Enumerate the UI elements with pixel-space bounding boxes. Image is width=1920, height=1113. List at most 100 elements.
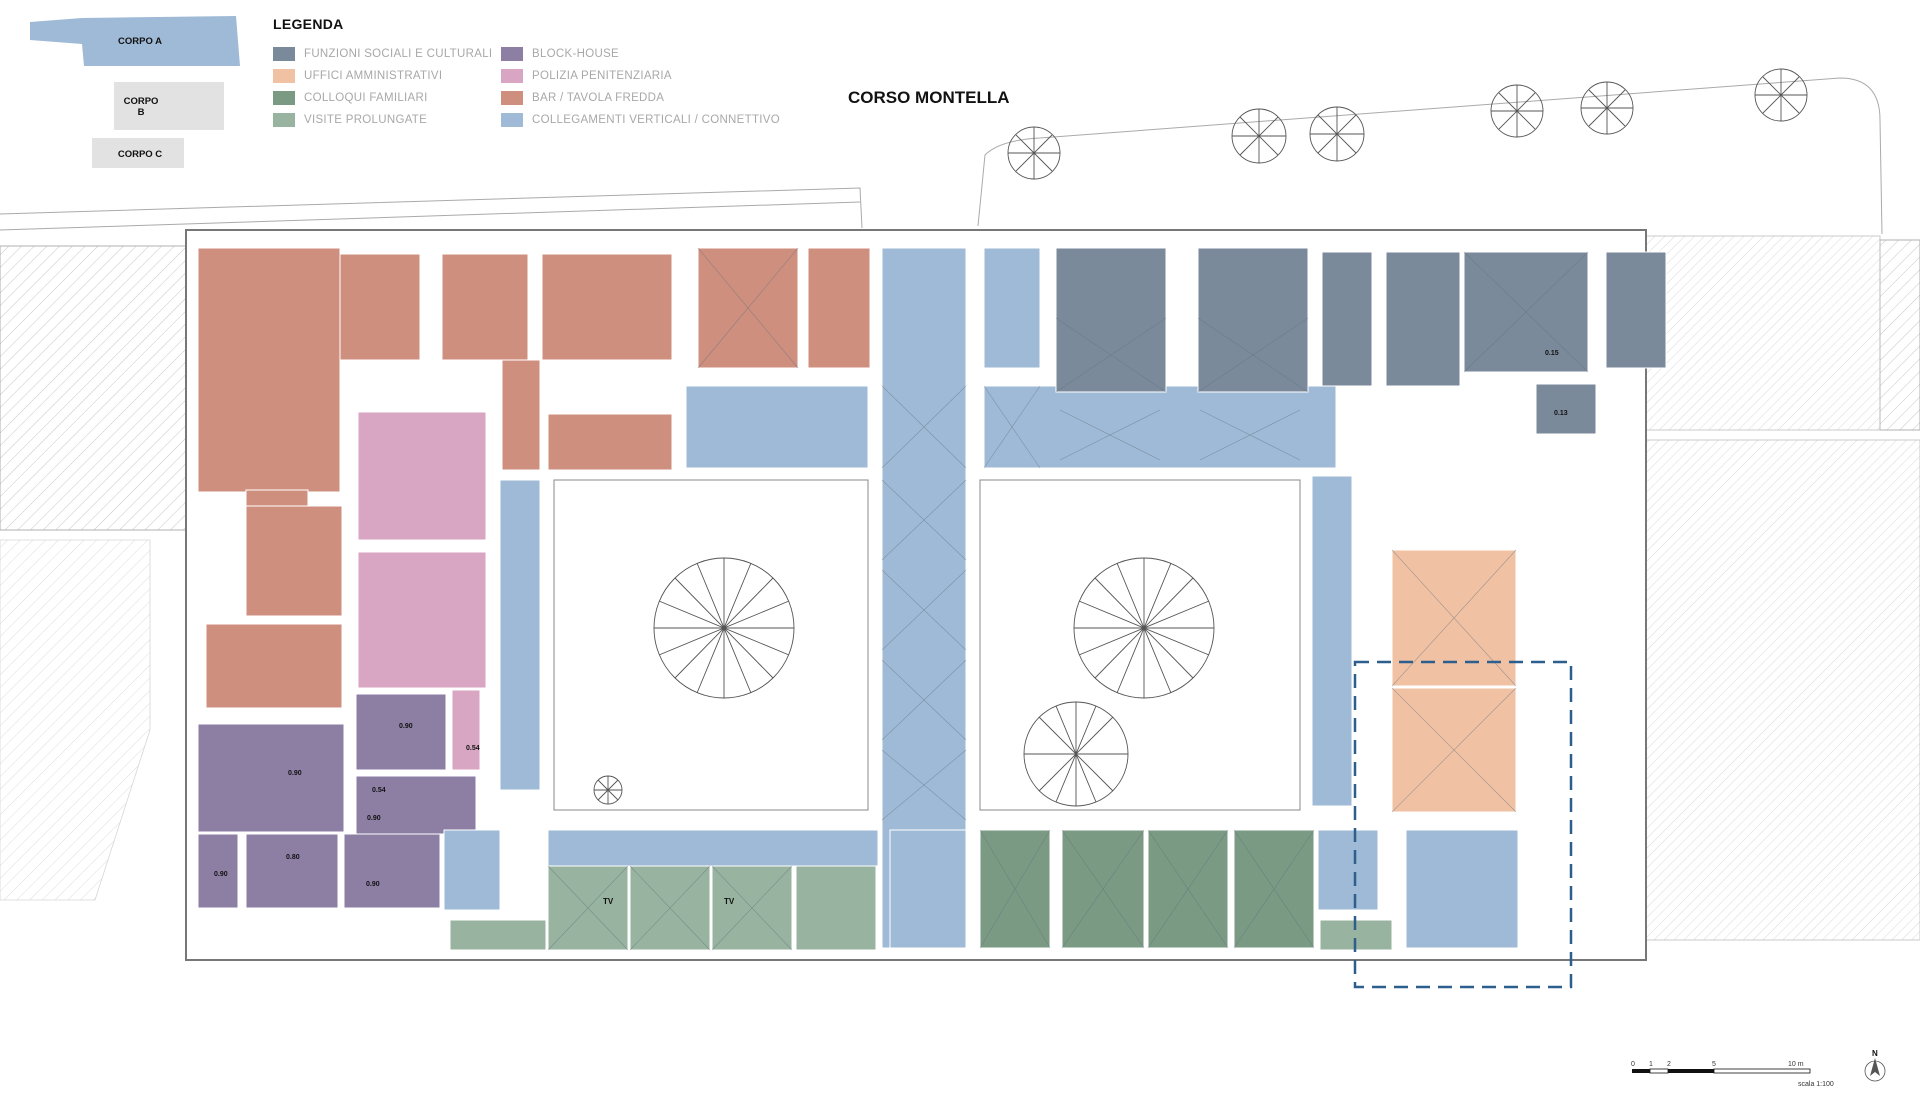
room-bar-8 <box>547 413 673 471</box>
scale-tick: 0 <box>1631 1061 1635 1068</box>
street-outline <box>0 77 1883 235</box>
legend: FUNZIONI SOCIALI E CULTURALI UFFICI AMMI… <box>273 46 793 130</box>
scale-tick: 2 <box>1667 1061 1671 1068</box>
room-social-4 <box>1385 251 1461 387</box>
room-social-3 <box>1321 251 1373 387</box>
room-visite-5 <box>795 865 877 951</box>
level-marker: 0.15 <box>1545 350 1559 357</box>
level-marker: 0.54 <box>466 745 480 752</box>
room-bar-7 <box>501 359 541 471</box>
level-marker: 0.54 <box>372 787 386 794</box>
level-marker: 0.90 <box>399 723 413 730</box>
room-block-2 <box>355 693 447 771</box>
legend-item-polizia: POLIZIA PENITENZIARIA <box>501 68 672 84</box>
legend-swatch-admin <box>273 69 295 83</box>
tree-symbol <box>1023 701 1129 807</box>
legend-swatch-social <box>273 47 295 61</box>
zone-blockhouse <box>197 693 477 909</box>
level-markers: 0.15 0.13 0.90 0.54 0.90 0.54 0.90 0.80 … <box>214 350 1568 888</box>
key-plan-label-c: CORPO C <box>118 149 162 160</box>
level-marker: 0.13 <box>1554 410 1568 417</box>
scale-tick: 5 <box>1712 1061 1716 1068</box>
level-marker: 0.90 <box>288 770 302 777</box>
room-block-5 <box>245 833 339 909</box>
room-polizia-3 <box>451 689 481 771</box>
level-marker: 0.80 <box>286 854 300 861</box>
legend-label-social: FUNZIONI SOCIALI E CULTURALI <box>304 48 493 60</box>
key-plan-label-a: CORPO A <box>118 36 162 47</box>
legend-label-blockhouse: BLOCK-HOUSE <box>532 48 620 60</box>
key-plan: CORPO A CORPO B CORPO C <box>30 16 240 168</box>
tree-symbol <box>1309 106 1365 162</box>
legend-swatch-bar <box>501 91 523 105</box>
room-bar-2 <box>339 253 421 361</box>
scale-ratio: scala 1:100 <box>1798 1081 1834 1088</box>
room-social-6 <box>1605 251 1667 369</box>
zone-bar <box>197 247 871 709</box>
legend-swatch-polizia <box>501 69 523 83</box>
corridor-south-west <box>547 829 879 867</box>
legend-item-colloqui: COLLOQUI FAMILIARI <box>273 90 428 106</box>
legend-item-visite: VISITE PROLUNGATE <box>273 112 427 128</box>
legend-title: LEGENDA <box>273 16 344 32</box>
room-bar-6 <box>807 247 871 369</box>
tree-symbol <box>1231 108 1287 164</box>
north-arrow-icon: N <box>1864 1049 1886 1082</box>
legend-label-visite: VISITE PROLUNGATE <box>304 114 428 126</box>
corridor-north <box>983 385 1337 469</box>
legend-swatch-colloqui <box>273 91 295 105</box>
tree-symbol <box>1580 81 1634 135</box>
legend-label-connettivo: COLLEGAMENTI VERTICALI / CONNETTIVO <box>532 114 780 126</box>
legend-swatch-blockhouse <box>501 47 523 61</box>
stair-south-east <box>1317 829 1379 911</box>
corridor-west <box>499 479 541 791</box>
room-social-7 <box>1535 383 1597 435</box>
tv-markers: TV TV <box>603 897 735 906</box>
legend-swatch-visite <box>273 113 295 127</box>
tree-symbol <box>593 775 623 805</box>
tree-symbol <box>1490 84 1544 138</box>
key-plan-label-b1: CORPO <box>124 96 159 107</box>
room-polizia-1 <box>357 411 487 541</box>
zone-admin <box>1391 549 1517 813</box>
courtyards <box>553 479 1301 811</box>
detail-area-outline <box>1353 660 1573 989</box>
room-visite-1 <box>449 919 547 951</box>
tree-symbol <box>1007 126 1061 180</box>
tree-symbol <box>1073 557 1215 699</box>
room-block-4 <box>197 833 239 909</box>
legend-item-admin: UFFICI AMMINISTRATIVI <box>273 68 442 84</box>
legend-item-bar: BAR / TAVOLA FREDDA <box>501 90 664 106</box>
tree-symbol <box>653 557 795 699</box>
roof-cross-lines <box>547 247 1589 951</box>
stair-north <box>685 385 869 469</box>
room-social-2 <box>1197 247 1309 393</box>
legend-label-admin: UFFICI AMMINISTRATIVI <box>304 70 443 82</box>
room-block-3 <box>355 775 477 835</box>
room-bar-4 <box>541 253 673 361</box>
level-marker: 0.90 <box>367 815 381 822</box>
scale-tick: 10 m <box>1788 1061 1804 1068</box>
street-name: CORSO MONTELLA <box>848 88 1010 107</box>
room-polizia-2 <box>357 551 487 689</box>
room-bar-11 <box>205 623 343 709</box>
key-plan-corpo-b <box>114 82 224 130</box>
tree-symbol <box>1754 68 1808 122</box>
north-label: N <box>1872 1049 1878 1058</box>
key-plan-corpo-c <box>92 138 184 168</box>
room-bar-3 <box>441 253 529 361</box>
legend-item-connettivo: COLLEGAMENTI VERTICALI / CONNETTIVO <box>501 112 780 128</box>
tv-label: TV <box>603 897 614 906</box>
corridor-east <box>1311 475 1353 807</box>
room-block-1 <box>197 723 345 833</box>
tv-label: TV <box>724 897 735 906</box>
legend-item-social: FUNZIONI SOCIALI E CULTURALI <box>273 46 492 62</box>
level-marker: 0.90 <box>366 881 380 888</box>
key-plan-label-b2: B <box>138 107 145 118</box>
room-block-6 <box>343 833 441 909</box>
zone-polizia <box>357 411 487 771</box>
trees <box>593 68 1808 807</box>
room-conn-nw <box>983 247 1041 369</box>
key-plan-corpo-a <box>30 16 240 66</box>
